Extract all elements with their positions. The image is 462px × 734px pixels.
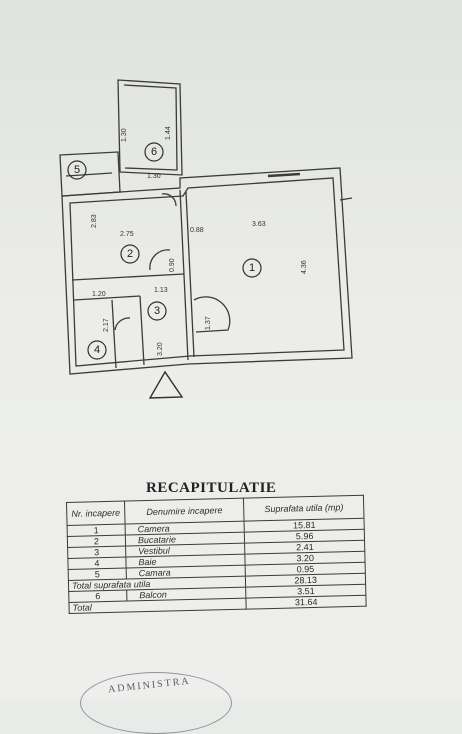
dimension-label: 3.63 (252, 221, 266, 228)
room-marker (144, 142, 164, 162)
room-number: 3 (154, 305, 160, 317)
dimension-label: 1.30 (147, 173, 161, 180)
room-marker (120, 244, 140, 264)
dimension-label: 4.36 (301, 260, 308, 274)
room-marker (147, 301, 167, 321)
room-number: 2 (127, 248, 133, 260)
room-marker (67, 160, 87, 180)
header-area: Suprafata utila (mp) (243, 495, 364, 522)
room-number: 6 (151, 146, 157, 158)
dimension-label: 2.75 (120, 231, 134, 238)
dimension-label: 1.20 (92, 291, 106, 298)
header-nr: Nr. incapere (66, 501, 126, 526)
scanned-document (0, 0, 462, 699)
dimension-label: 2.83 (91, 214, 98, 228)
room-marker (87, 340, 107, 360)
dimension-label: 1.30 (121, 128, 128, 142)
dimension-label: 0.88 (190, 227, 204, 234)
dimension-label: 3.20 (157, 342, 164, 356)
recap-title: RECAPITULATIE (146, 480, 277, 496)
header-name: Denumire incapere (124, 498, 245, 525)
room-number: 4 (94, 344, 100, 356)
room-marker (242, 258, 262, 278)
recap-table: Nr. incapere Denumire incapere Suprafata… (66, 495, 367, 614)
dimension-label: 1.44 (165, 126, 172, 140)
dimension-label: 1.37 (205, 316, 212, 330)
room-number: 1 (249, 262, 255, 274)
dimension-label: 1.13 (154, 287, 168, 294)
dimension-label: 2.17 (103, 318, 110, 332)
room-number: 5 (74, 164, 80, 176)
floor-plan: 1 2 3 4 5 6 1.30 1.44 1.30 3.63 4.36 0.88 2.7… (59, 79, 353, 399)
dimension-label: 0.90 (169, 258, 176, 272)
total-value: 31.64 (246, 595, 367, 610)
entry-triangle-icon (148, 370, 184, 399)
